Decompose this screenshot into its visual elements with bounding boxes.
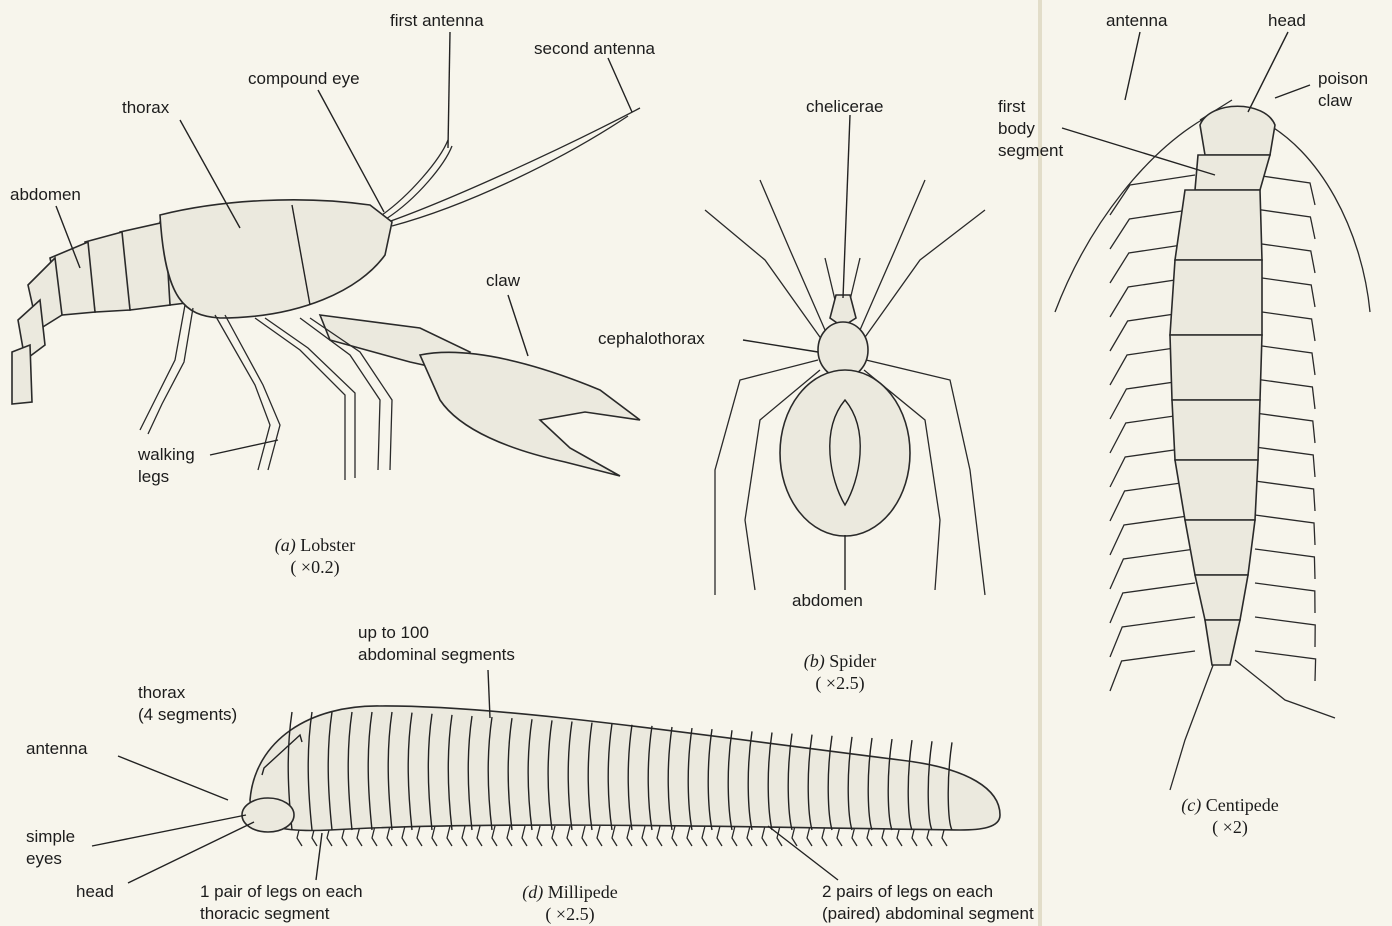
caption-centipede: (c) Centipede( ×2) <box>1160 794 1300 838</box>
label-poison-claw: poison claw <box>1318 68 1368 112</box>
caption-centipede-letter: (c) <box>1181 795 1201 815</box>
label-centipede-head: head <box>1268 10 1306 32</box>
caption-millipede-scale: ( ×2.5) <box>545 904 594 924</box>
centipede-leg-right <box>1255 481 1315 511</box>
millipede-leg <box>657 826 662 846</box>
centipede-leg-right <box>1255 379 1315 409</box>
centipede-leg-right <box>1255 651 1316 681</box>
centipede-tail-leg-left <box>1170 660 1215 790</box>
millipede-leg <box>522 826 527 846</box>
caption-spider: (b) Spider( ×2.5) <box>770 650 910 694</box>
centipede-leg-left <box>1110 617 1195 657</box>
centipede-leg-right <box>1255 209 1315 239</box>
millipede-leg <box>717 826 722 846</box>
caption-spider-name: Spider <box>829 651 876 671</box>
label-legs-abdominal: 2 pairs of legs on each (paired) abdomin… <box>822 881 1034 925</box>
millipede-leg <box>552 826 557 846</box>
centipede-leg-right <box>1255 447 1315 477</box>
caption-lobster-name: Lobster <box>300 535 355 555</box>
label-first-body-segment: first body segment <box>998 96 1063 162</box>
millipede-leg <box>792 826 797 846</box>
millipede-leg <box>837 826 842 846</box>
caption-millipede-letter: (d) <box>522 882 543 902</box>
millipede-leg <box>762 826 767 846</box>
label-claw: claw <box>486 270 520 292</box>
millipede-leg <box>672 826 677 846</box>
label-lobster-thorax: thorax <box>122 97 169 119</box>
centipede-tail-leg-right <box>1235 660 1335 718</box>
centipede-leg-left <box>1110 651 1195 691</box>
label-abdominal-segments: up to 100 abdominal segments <box>358 622 515 666</box>
centipede-leg-right <box>1255 617 1315 647</box>
centipede-leg-right <box>1255 345 1315 375</box>
centipede-leg-right <box>1255 515 1315 545</box>
centipede-leg-right <box>1255 413 1315 443</box>
label-compound-eye: compound eye <box>248 68 360 90</box>
centipede-leg-right <box>1255 311 1315 341</box>
label-millipede-head: head <box>76 881 114 903</box>
caption-spider-scale: ( ×2.5) <box>815 673 864 693</box>
millipede-leg <box>372 826 377 846</box>
millipede-leg <box>537 826 542 846</box>
label-legs-thoracic: 1 pair of legs on each thoracic segment <box>200 881 363 925</box>
millipede-leg <box>732 826 737 846</box>
millipede-leg <box>432 826 437 846</box>
label-cephalothorax: cephalothorax <box>598 328 705 350</box>
centipede-leg-right <box>1255 583 1315 613</box>
lobster-drawing <box>12 32 640 480</box>
centipede-leg-right <box>1255 243 1315 273</box>
centipede-leg-left <box>1110 583 1195 623</box>
label-centipede-antenna: antenna <box>1106 10 1167 32</box>
millipede-leg <box>477 826 482 846</box>
millipede-leg <box>822 826 827 846</box>
caption-lobster-letter: (a) <box>275 535 296 555</box>
millipede-leg <box>417 826 422 846</box>
centipede-leg-left <box>1110 515 1195 555</box>
centipede-leg-left <box>1110 549 1195 589</box>
caption-millipede-name: Millipede <box>548 882 618 902</box>
caption-lobster: (a) Lobster( ×0.2) <box>250 534 380 578</box>
label-lobster-abdomen: abdomen <box>10 184 81 206</box>
millipede-leg <box>597 826 602 846</box>
label-millipede-thorax: thorax (4 segments) <box>138 682 237 726</box>
caption-spider-letter: (b) <box>804 651 825 671</box>
millipede-leg <box>462 826 467 846</box>
caption-millipede: (d) Millipede( ×2.5) <box>500 881 640 925</box>
label-walking-legs: walking legs <box>138 444 195 488</box>
label-second-antenna: second antenna <box>534 38 655 60</box>
caption-lobster-scale: ( ×0.2) <box>290 557 339 577</box>
millipede-leg <box>642 826 647 846</box>
millipede-leg <box>582 826 587 846</box>
millipede-leg <box>492 826 497 846</box>
centipede-drawing <box>1055 32 1370 790</box>
caption-centipede-scale: ( ×2) <box>1212 817 1248 837</box>
centipede-leg-right <box>1255 549 1315 579</box>
label-spider-abdomen: abdomen <box>792 590 863 612</box>
millipede-leg <box>612 826 617 846</box>
spider-drawing <box>705 115 985 595</box>
label-millipede-antenna: antenna <box>26 738 87 760</box>
label-simple-eyes: simple eyes <box>26 826 75 870</box>
centipede-leg-right <box>1255 175 1315 205</box>
millipede-leg <box>702 826 707 846</box>
label-chelicerae: chelicerae <box>806 96 884 118</box>
caption-centipede-name: Centipede <box>1206 795 1279 815</box>
millipede-leg <box>402 826 407 846</box>
centipede-leg-right <box>1255 277 1315 307</box>
label-first-antenna: first antenna <box>390 10 484 32</box>
